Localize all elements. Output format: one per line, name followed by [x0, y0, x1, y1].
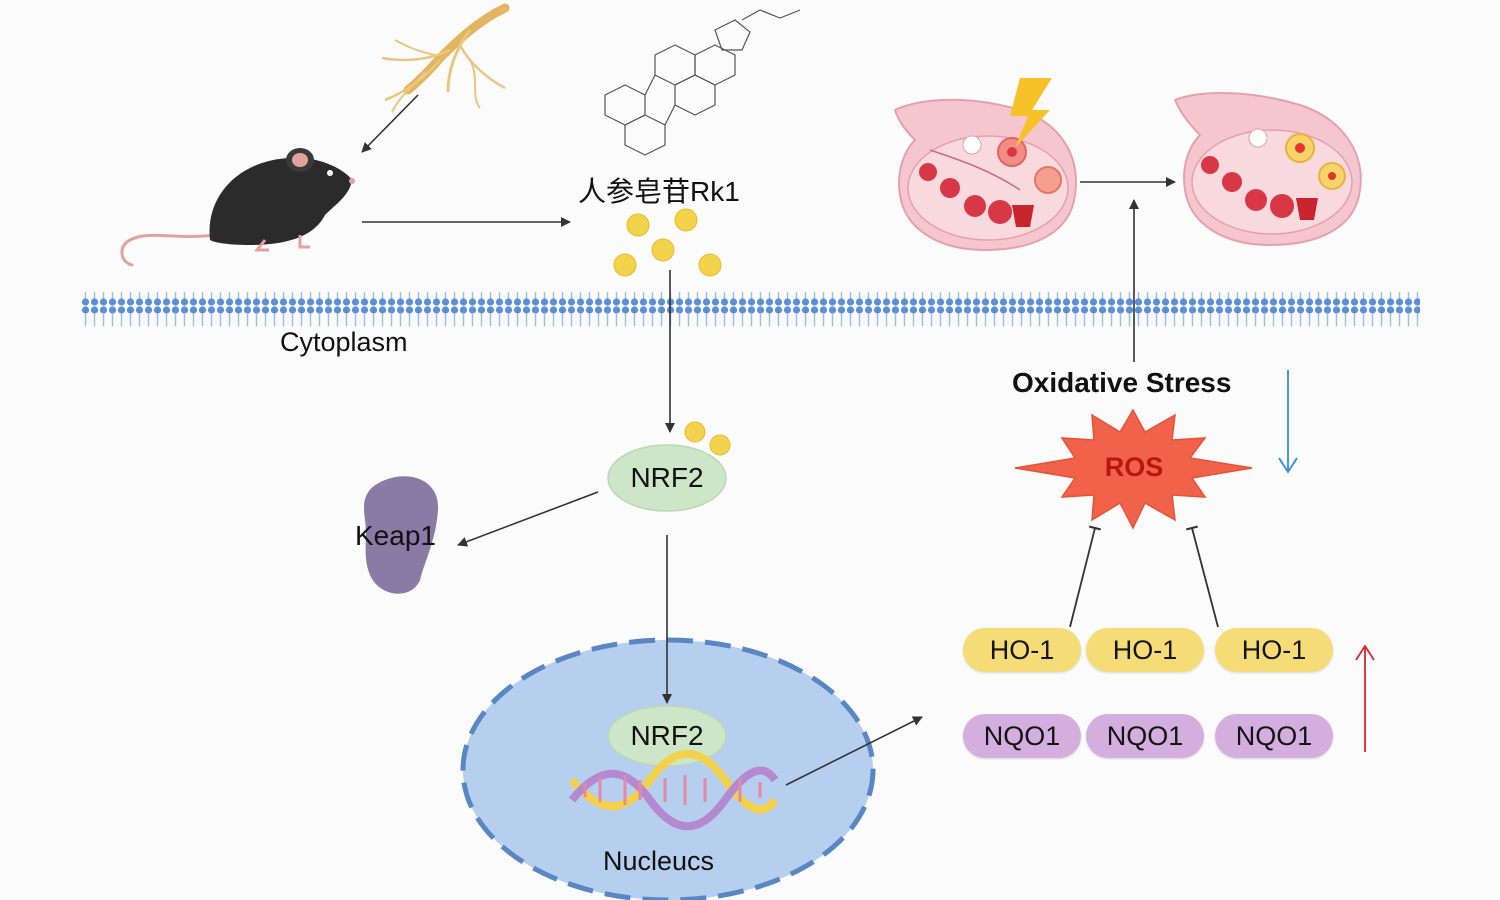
arrow-dna-to-genes — [785, 716, 923, 786]
ginsenoside-structure-icon — [604, 9, 801, 156]
nqo1-pill: NQO1 — [1086, 714, 1204, 758]
ho1-pill: HO-1 — [1215, 628, 1333, 672]
nrf2-nucleus-label: NRF2 — [630, 720, 704, 751]
nucleus-label: Nucleucs — [603, 846, 715, 876]
nucleus-shape — [460, 637, 876, 900]
keap1-shape — [364, 476, 439, 594]
nqo1-pill: NQO1 — [1215, 714, 1333, 758]
nqo1-pill: NQO1 — [963, 714, 1081, 758]
ovary-recovered-icon — [1173, 92, 1362, 247]
rk1-molecules — [613, 208, 722, 277]
nrf2-bound-rk1 — [684, 421, 731, 456]
ovary-damaged-icon — [893, 78, 1077, 252]
cell-membrane — [80, 292, 1420, 326]
oxidative-stress-label: Oxidative Stress — [1012, 367, 1232, 398]
nrf2-cytoplasm-node — [607, 444, 727, 512]
arrow-nrf2-to-keap1 — [457, 491, 599, 547]
mouse-icon — [120, 148, 355, 267]
inhibition-line-right — [1185, 525, 1219, 628]
keap1-label: Keap1 — [355, 520, 436, 551]
inhibition-line-left — [1069, 525, 1102, 628]
ros-burst-shape — [1014, 408, 1253, 530]
ho1-pill: HO-1 — [963, 628, 1081, 672]
nrf2-cytoplasm-label: NRF2 — [630, 462, 704, 493]
dna-helix-icon — [568, 749, 779, 831]
ginseng-root-icon — [381, 3, 510, 113]
arrow-ginseng-to-mouse — [361, 94, 419, 153]
compound-label: 人参皂苷Rk1 — [578, 176, 740, 207]
ros-label: ROS — [1104, 452, 1164, 482]
ho1-pill: HO-1 — [1086, 628, 1204, 672]
cytoplasm-label: Cytoplasm — [280, 327, 408, 357]
